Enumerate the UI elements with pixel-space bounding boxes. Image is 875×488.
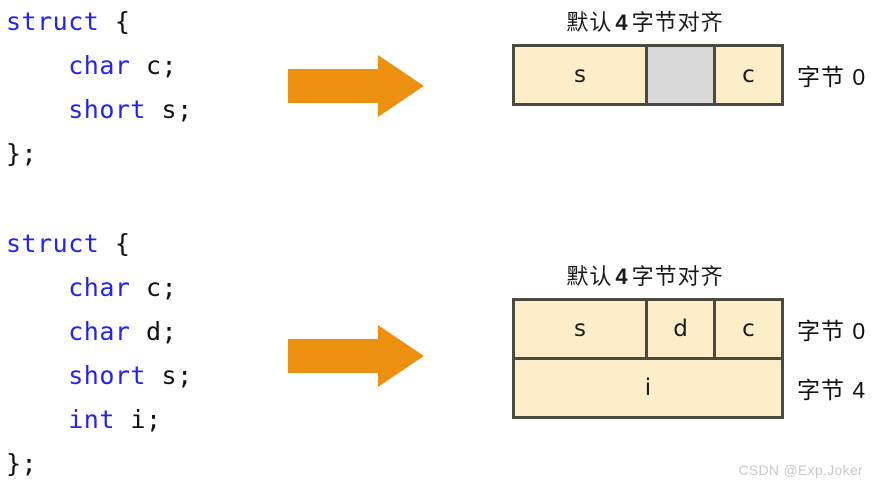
code-keyword: char [68,273,131,302]
code-text: c; [130,51,178,80]
byte-offset-label: 字节 4 [797,377,867,403]
arrow-struct-2-to-layout-2 [288,325,424,387]
caption-suffix: 字节对齐 [631,10,724,35]
byte-offset-label: 字节 0 [797,318,867,344]
code-line: short s; [6,88,193,132]
code-indent [6,317,68,346]
caption-prefix: 默认 [566,264,613,289]
memory-row: s c 字节 0 [515,47,865,103]
memory-table-1: s c 字节 0 [512,44,865,106]
arrow-struct-1-to-layout-1 [288,55,424,117]
code-text: }; [6,449,38,478]
code-text: c; [130,273,178,302]
code-text: { [99,7,131,36]
code-indent [6,273,68,302]
code-line: struct { [6,0,193,44]
code-indent [6,405,68,434]
code-block-struct-2: struct { char c; char d; short s; int i;… [6,222,193,486]
code-line: char d; [6,310,193,354]
memory-cell-member: s [515,301,645,357]
code-indent [6,95,68,124]
code-line: }; [6,442,193,486]
code-text: d; [130,317,178,346]
code-line: int i; [6,398,193,442]
code-keyword: struct [6,229,100,258]
code-line: char c; [6,44,193,88]
memory-cell-padding [645,47,713,103]
memory-cell-member: d [645,301,713,357]
memory-cell-member: s [515,47,645,103]
code-line: short s; [6,354,193,398]
memory-row: i 字节 4 [515,357,865,416]
code-keyword: short [68,361,146,390]
code-indent [6,361,68,390]
caption-prefix: 默认 [566,10,613,35]
code-keyword: struct [6,7,100,36]
code-text: }; [6,139,38,168]
memory-cell-member: i [515,360,781,416]
code-line: struct { [6,222,193,266]
code-block-struct-1: struct { char c; short s;}; [6,0,193,176]
code-keyword: short [68,95,146,124]
caption-align-bytes: 4 [615,10,629,35]
memory-cell-member: c [713,301,781,357]
code-text: s; [145,361,193,390]
caption-align-bytes: 4 [615,264,629,289]
watermark: CSDN @Exp.Joker [738,462,863,478]
code-indent [6,51,68,80]
code-text: { [99,229,131,258]
memory-cell-member: c [713,47,781,103]
code-keyword: char [68,51,131,80]
code-keyword: int [68,405,115,434]
code-keyword: char [68,317,131,346]
code-line: }; [6,132,193,176]
code-line: char c; [6,266,193,310]
code-text: i; [114,405,162,434]
code-text: s; [145,95,193,124]
caption-suffix: 字节对齐 [631,264,724,289]
byte-offset-label: 字节 0 [797,64,867,90]
